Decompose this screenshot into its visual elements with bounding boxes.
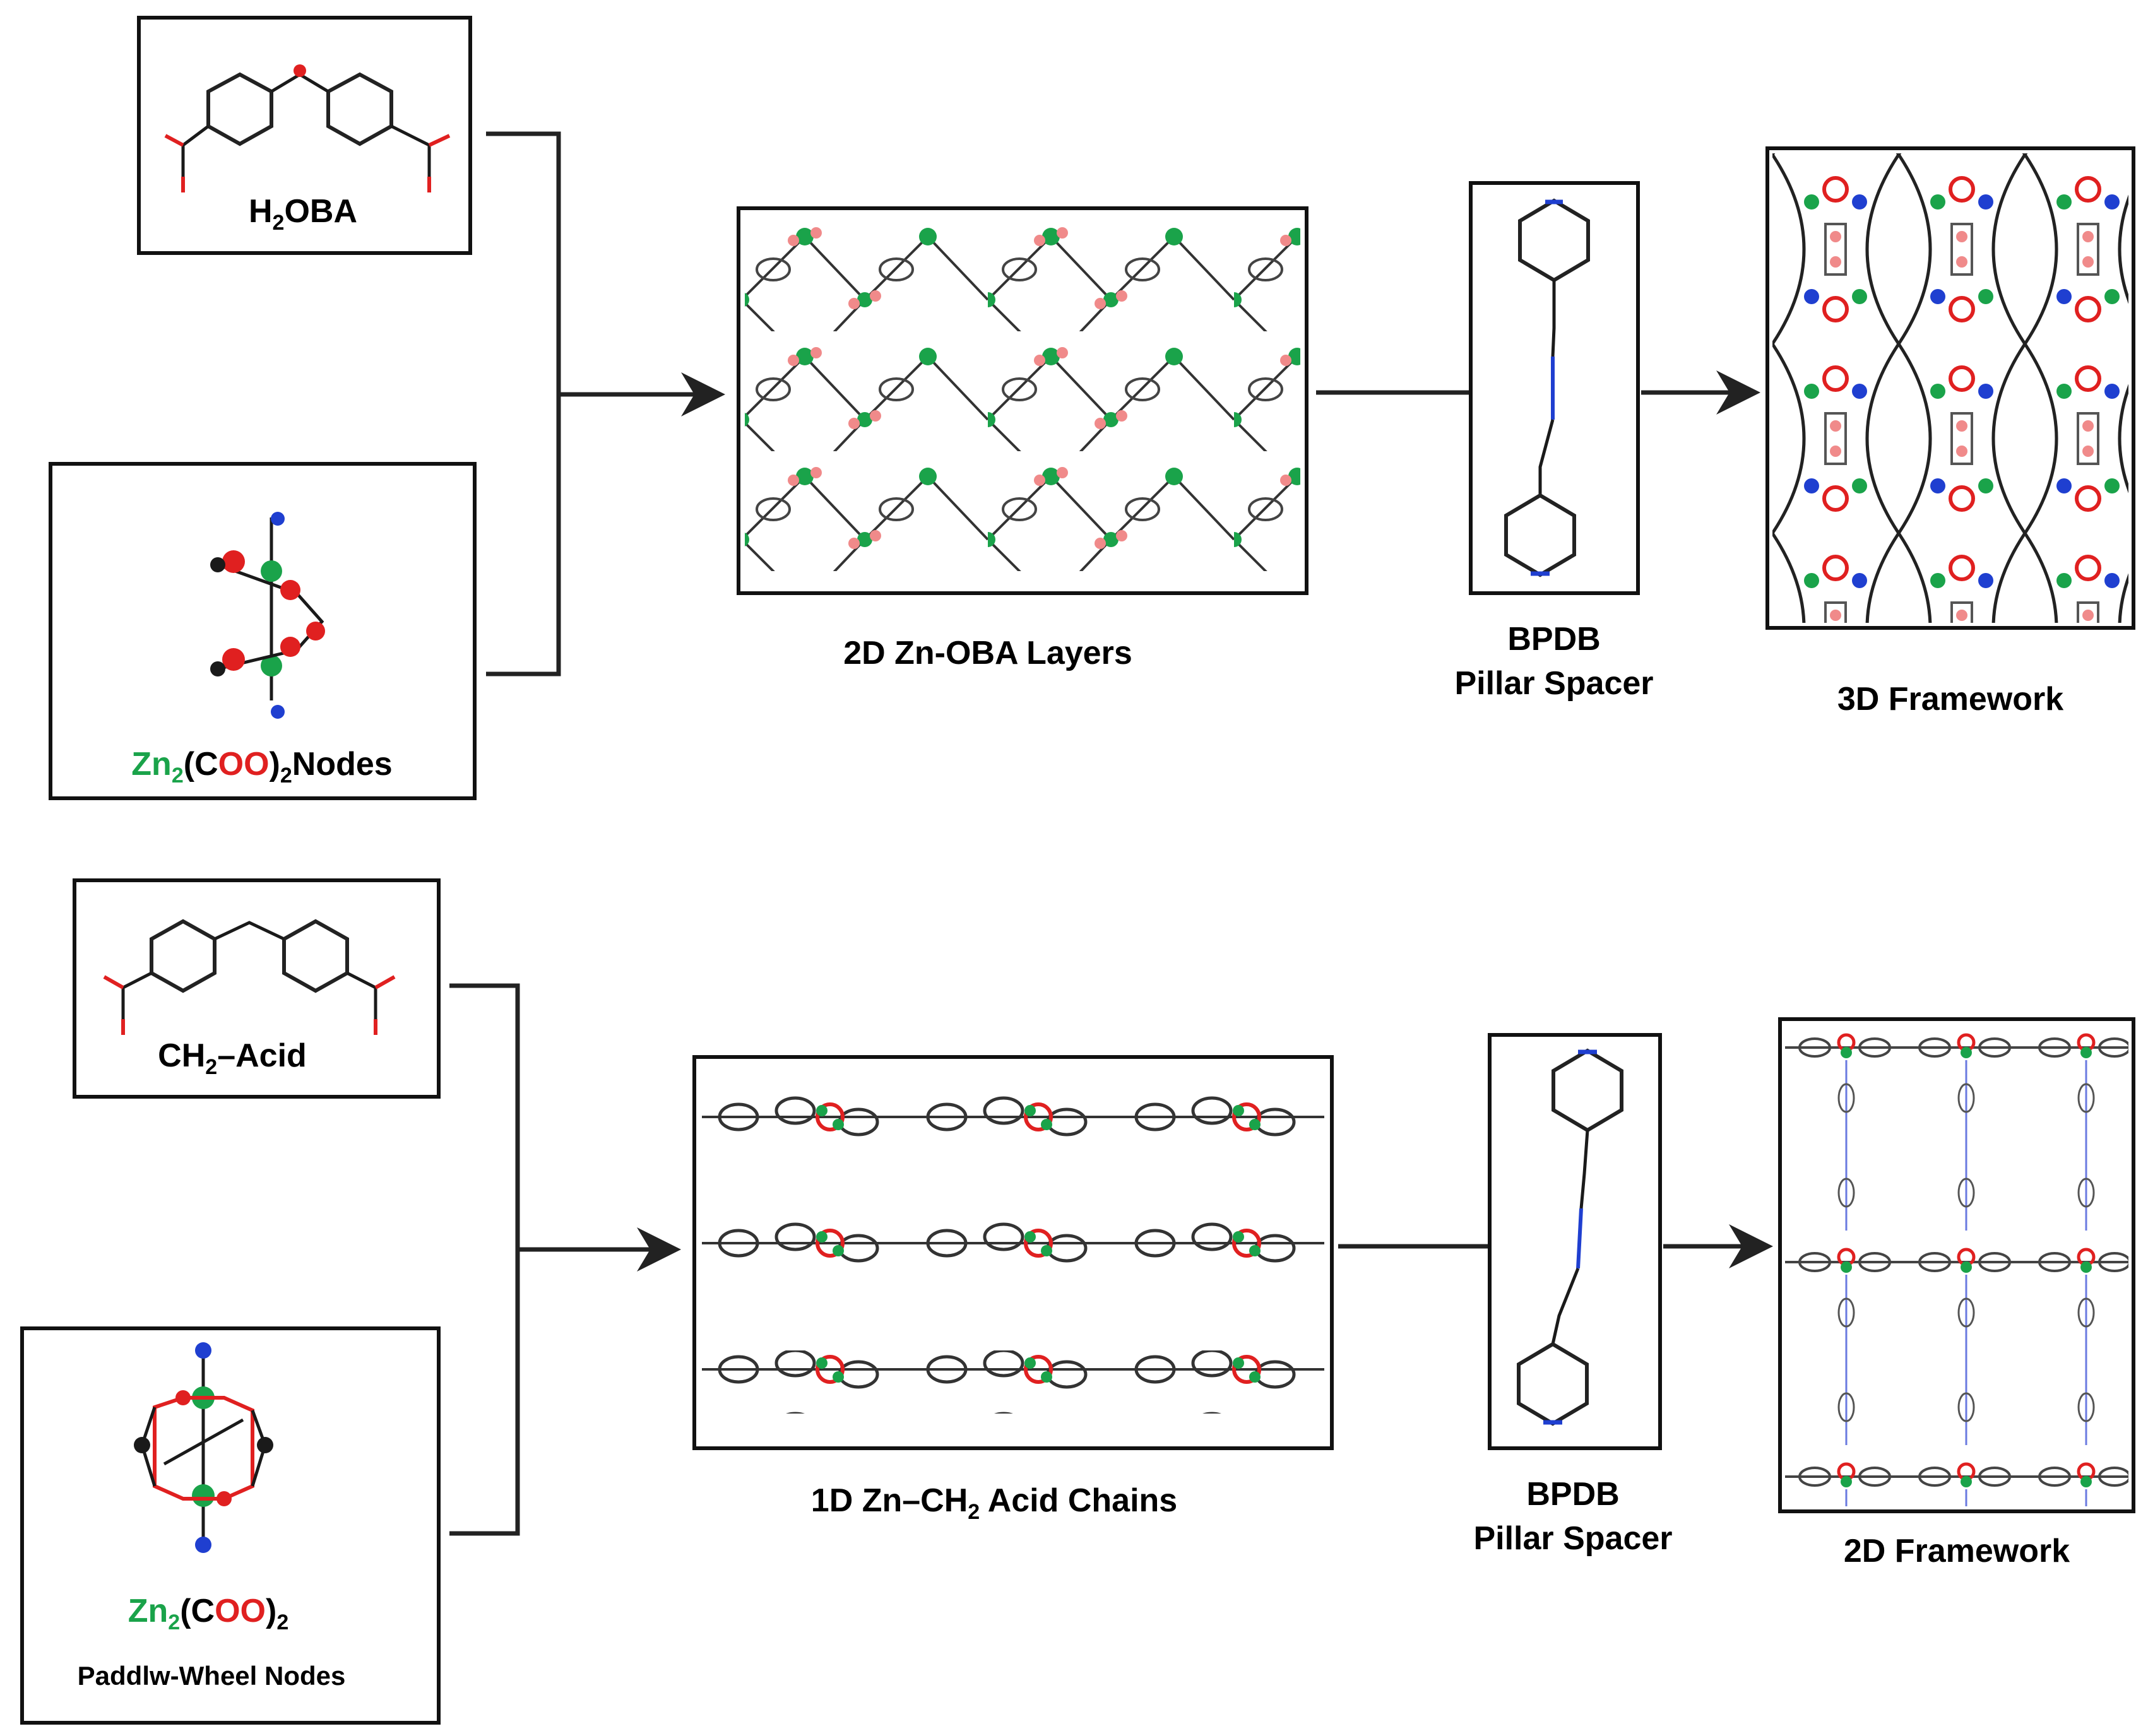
pillar-spacer-label-top: Pillar Spacer <box>1454 665 1653 702</box>
chains-label: 1D Zn–CH2 Acid Chains <box>811 1482 1177 1524</box>
chain-row-3 <box>702 1350 1324 1414</box>
framework-2d-label: 2D Framework <box>1844 1533 2070 1569</box>
paddle-wheel-sublabel: Paddlw-Wheel Nodes <box>78 1661 346 1691</box>
top-merge-bracket <box>486 131 561 676</box>
framework-3d-structure <box>1772 153 2128 623</box>
bpdb-label-top: BPDB <box>1507 621 1600 658</box>
zn-node-molecule <box>210 512 325 719</box>
paddle-wheel-molecule <box>134 1342 273 1553</box>
bpdb-molecule-bottom <box>1517 1048 1623 1426</box>
pillar-spacer-label-bottom: Pillar Spacer <box>1473 1520 1672 1557</box>
h2oba-molecule <box>164 64 451 192</box>
bpdb-pillar-box-bottom <box>1488 1033 1662 1450</box>
zn-node-label: Zn2(COO)2Nodes <box>131 746 392 788</box>
ch2-acid-label: CH2–Acid <box>158 1037 307 1079</box>
bottom-merge-bracket <box>449 983 520 1536</box>
chain-row-2 <box>702 1218 1324 1281</box>
framework-2d-structure <box>1785 1024 2128 1506</box>
ch2-acid-molecule <box>103 919 396 1035</box>
zn-oba-layers-label: 2D Zn-OBA Layers <box>843 635 1132 671</box>
paddle-wheel-label: Zn2(COO)2 <box>128 1593 288 1634</box>
zn-node-box <box>49 462 477 800</box>
ch2-acid-box <box>73 878 441 1099</box>
bpdb-molecule-top <box>1504 198 1590 577</box>
h2oba-label: H2OBA <box>249 193 357 235</box>
bpdb-label-bottom: BPDB <box>1526 1476 1619 1513</box>
paddle-wheel-node-box <box>20 1326 441 1725</box>
framework-3d-label: 3D Framework <box>1837 681 2063 717</box>
chain-row-1 <box>702 1085 1324 1148</box>
zn-oba-layers-structure <box>745 215 1300 587</box>
